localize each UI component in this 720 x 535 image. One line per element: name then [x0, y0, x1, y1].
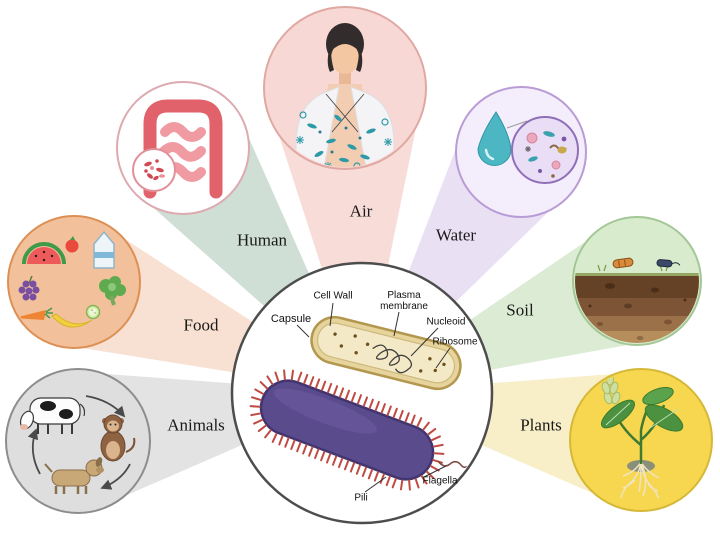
leader-pili [364, 476, 387, 493]
soil-bacterium-navy [656, 259, 681, 268]
leader-plasma-membrane [393, 311, 400, 337]
leader-ribosome [435, 347, 451, 369]
carrot-icon [14, 307, 53, 320]
body-highlight [273, 388, 377, 434]
tomato-icon [65, 236, 79, 253]
label-nucleoid: Nucleoid [426, 316, 466, 328]
soil-rocks [588, 283, 687, 340]
ribosome-dots [333, 332, 446, 373]
banana-icon [51, 313, 93, 328]
source-air [263, 6, 427, 170]
plant-icon [600, 372, 684, 499]
grapes-icon [18, 275, 40, 301]
label-air: Air [349, 201, 373, 221]
label-pili: Pili [354, 492, 368, 504]
water-magnifier-circle [511, 116, 579, 184]
person-hair [330, 37, 360, 52]
dog-icon [44, 457, 104, 494]
microbe-magnifier-circle [132, 148, 176, 192]
cucumber-slice-icon [85, 304, 101, 320]
water-drop-icon [477, 111, 579, 184]
animals-icon [19, 395, 136, 494]
person-icon [295, 23, 395, 167]
flagella-tail [437, 460, 469, 469]
source-food [7, 215, 141, 349]
nucleoid-squiggle [372, 344, 413, 374]
leader-cell-wall [329, 302, 334, 327]
monkey-icon [100, 414, 136, 462]
label-ribosome: Ribosome [432, 336, 478, 348]
air-microbes [307, 114, 376, 163]
leader-lines [296, 302, 451, 493]
leader-nucleoid [410, 327, 439, 357]
cow-icon [19, 397, 86, 434]
label-cell-wall: Cell Wall [313, 290, 353, 302]
label-animals: Animals [167, 415, 225, 435]
source-water [455, 86, 587, 218]
watermelon-icon [22, 242, 66, 265]
milk-carton-icon [93, 230, 115, 269]
bacterium-cross-section [310, 315, 462, 391]
label-human: Human [236, 230, 288, 250]
intestine-icon [132, 99, 223, 199]
wedge-air [265, 84, 425, 393]
cycle-arrows [27, 395, 131, 490]
source-plants [569, 368, 713, 512]
source-animals [5, 368, 151, 514]
label-soil: Soil [506, 300, 534, 320]
grass-tufts [597, 264, 669, 272]
leader-capsule [296, 324, 310, 338]
label-flagella: Flagella [422, 475, 458, 487]
lettuce-icon [99, 276, 126, 306]
label-plasma-membrane: Plasma membrane [380, 290, 428, 312]
label-food: Food [183, 315, 219, 335]
food-icon [14, 230, 126, 328]
bacterium-body [249, 369, 445, 491]
label-water: Water [435, 225, 477, 245]
wheat-spike [601, 372, 621, 405]
label-capsule: Capsule [270, 312, 312, 325]
source-soil [572, 216, 702, 346]
person-face [331, 42, 359, 74]
source-human [116, 81, 250, 215]
water-microbes [525, 131, 567, 178]
gut-microbes [144, 159, 165, 181]
soil-layers-icon [575, 257, 699, 343]
center-bacterium [230, 261, 494, 525]
shirt-left [295, 86, 340, 167]
label-plants: Plants [520, 415, 562, 435]
shirt-right [350, 86, 395, 167]
leader-flagella [423, 465, 447, 478]
soil-bacterium-orange [612, 257, 634, 269]
plasma-membrane-shape [316, 322, 456, 384]
